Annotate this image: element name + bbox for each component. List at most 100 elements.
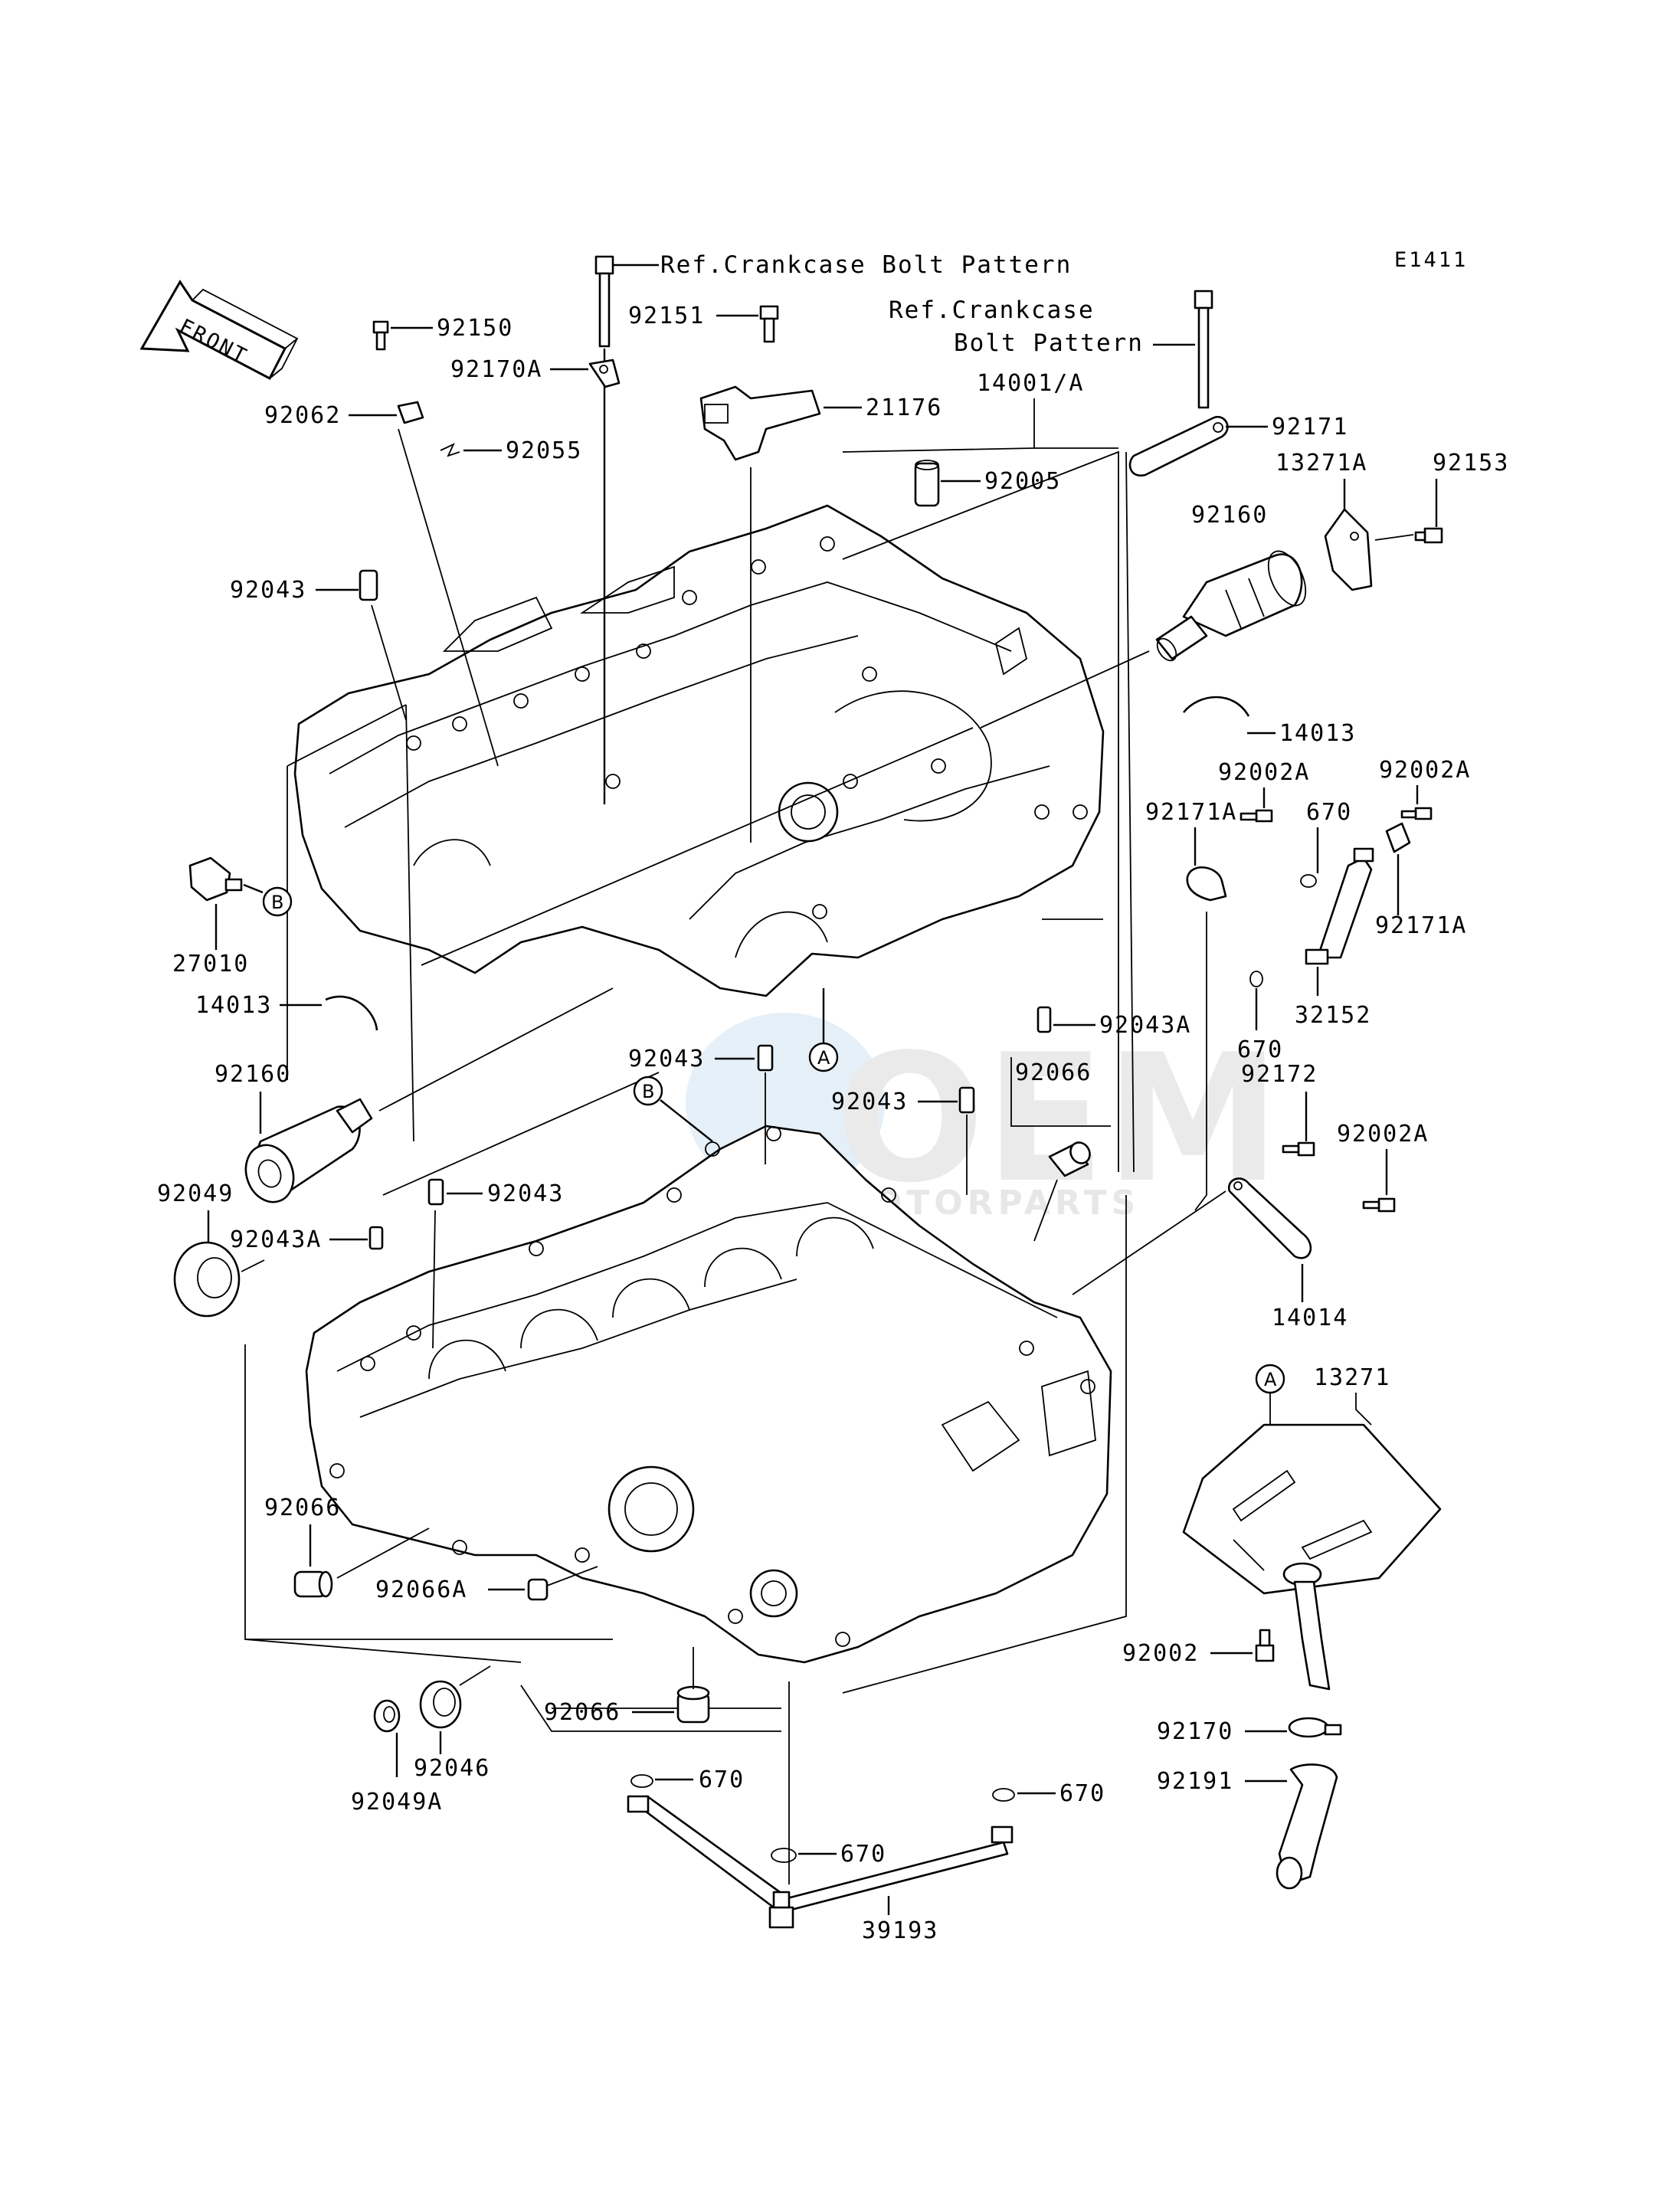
oring-670-b	[1249, 971, 1263, 987]
label-92172: 92172	[1241, 1061, 1318, 1088]
label-14013-right: 14013	[1279, 720, 1356, 747]
svg-text:B: B	[271, 892, 283, 913]
label-92066A: 92066A	[375, 1577, 467, 1603]
callout-a-right: A	[1255, 1364, 1285, 1394]
hose-92191	[1276, 1763, 1338, 1890]
diagram-code: E1411	[1394, 248, 1468, 272]
label-92160-left: 92160	[215, 1061, 291, 1088]
upper-crankcase	[293, 504, 1105, 997]
bolt-92002A-a	[1240, 809, 1273, 823]
dowel-92043-b	[757, 1044, 774, 1072]
bolt-92002A-b	[1400, 807, 1433, 820]
label-670-e: 670	[840, 1841, 886, 1868]
label-92062: 92062	[264, 402, 341, 429]
label-92171A-b: 92171A	[1375, 912, 1467, 939]
bearing-92046	[419, 1680, 462, 1729]
label-13271: 13271	[1314, 1364, 1390, 1391]
oring-670-c	[630, 1774, 653, 1788]
label-92049: 92049	[157, 1180, 234, 1207]
washer-92049A	[373, 1699, 401, 1733]
assembly-lines	[244, 450, 1135, 1732]
bolt-92151	[759, 305, 779, 343]
label-92191: 92191	[1157, 1768, 1233, 1795]
label-32152: 32152	[1295, 1002, 1371, 1029]
sensor-21176	[699, 385, 821, 461]
label-14013-left: 14013	[195, 992, 272, 1019]
seal-92049	[173, 1241, 241, 1318]
callout-a-center: A	[808, 1042, 839, 1072]
label-92066-b: 92066	[264, 1495, 341, 1521]
bolt-92150	[372, 320, 389, 351]
label-92043-b: 92043	[628, 1046, 705, 1072]
label-92043-d: 92043	[487, 1180, 564, 1207]
bolt-92172	[1282, 1141, 1315, 1157]
bolt-92002	[1255, 1629, 1275, 1662]
bracket-92171	[1128, 415, 1229, 477]
front-arrow-icon: FRONT	[139, 280, 299, 381]
label-92043-a: 92043	[230, 577, 306, 604]
label-92043A-right: 92043A	[1099, 1012, 1191, 1039]
label-670-c: 670	[699, 1766, 745, 1793]
pipe-39193	[627, 1795, 1014, 1929]
dowel-92043A-left	[368, 1226, 384, 1250]
dowel-92043-c	[958, 1086, 975, 1114]
bearing-14013-right	[1182, 696, 1250, 717]
clamp-92170	[1288, 1717, 1342, 1738]
label-92002A-c: 92002A	[1337, 1121, 1429, 1148]
label-39193: 39193	[862, 1917, 938, 1944]
bracket-92171A-a	[1186, 866, 1227, 902]
label-670-a: 670	[1306, 799, 1352, 826]
strainer-13271	[1182, 1423, 1442, 1691]
label-92170A: 92170A	[450, 356, 542, 383]
label-670-b: 670	[1237, 1036, 1283, 1063]
plug-92066-c	[676, 1685, 710, 1724]
label-13271A: 13271A	[1276, 450, 1367, 476]
dowel-92005	[914, 460, 940, 507]
ref-crankcase-right-line1: Ref.Crankcase	[889, 296, 1095, 324]
label-14001A: 14001/A	[977, 370, 1084, 397]
label-92055: 92055	[506, 437, 582, 464]
switch-27010	[188, 856, 243, 902]
callout-b-center: B	[633, 1076, 663, 1106]
svg-text:A: A	[1264, 1369, 1277, 1390]
label-27010: 27010	[172, 951, 249, 977]
label-92153: 92153	[1433, 450, 1509, 476]
label-92043-c: 92043	[831, 1089, 908, 1115]
dowel-92043-d	[427, 1178, 444, 1206]
plug-92066-b	[293, 1570, 333, 1598]
label-92066-c: 92066	[544, 1699, 621, 1726]
label-14014: 14014	[1272, 1305, 1348, 1331]
svg-text:A: A	[817, 1047, 830, 1069]
clip-92055	[440, 443, 460, 457]
label-92043A-left: 92043A	[230, 1226, 322, 1253]
oring-670-a	[1300, 874, 1317, 888]
plate-13271A	[1324, 508, 1373, 591]
bolt-92002A-c	[1362, 1197, 1396, 1213]
part-92062	[397, 401, 424, 424]
plug-92066A	[527, 1578, 549, 1601]
callout-b-left: B	[262, 886, 293, 917]
gear-92160-right	[1155, 550, 1307, 662]
label-92049A: 92049A	[351, 1789, 443, 1816]
lower-crankcase	[305, 1125, 1112, 1664]
bracket-92171A-b	[1385, 822, 1411, 853]
ref-crankcase-bolt-pattern-top: Ref.Crankcase Bolt Pattern	[660, 251, 1072, 279]
bracket-92170A	[588, 359, 621, 388]
gear-92160-left	[244, 1098, 373, 1203]
label-92002: 92002	[1122, 1640, 1199, 1667]
label-670-d: 670	[1059, 1780, 1105, 1807]
ref-bolt-right	[1194, 290, 1213, 409]
ref-crankcase-right-line2: Bolt Pattern	[954, 329, 1144, 357]
label-92005: 92005	[984, 468, 1061, 495]
label-21176: 21176	[866, 395, 942, 421]
label-92150: 92150	[437, 315, 513, 342]
bracket-14014	[1227, 1177, 1312, 1259]
label-92002A-b: 92002A	[1379, 757, 1471, 784]
label-92046: 92046	[414, 1755, 490, 1782]
label-92151: 92151	[628, 303, 705, 329]
dowel-92043-a	[359, 569, 378, 601]
label-92170: 92170	[1157, 1718, 1233, 1745]
svg-text:B: B	[642, 1081, 654, 1102]
bolt-92153	[1414, 527, 1443, 544]
